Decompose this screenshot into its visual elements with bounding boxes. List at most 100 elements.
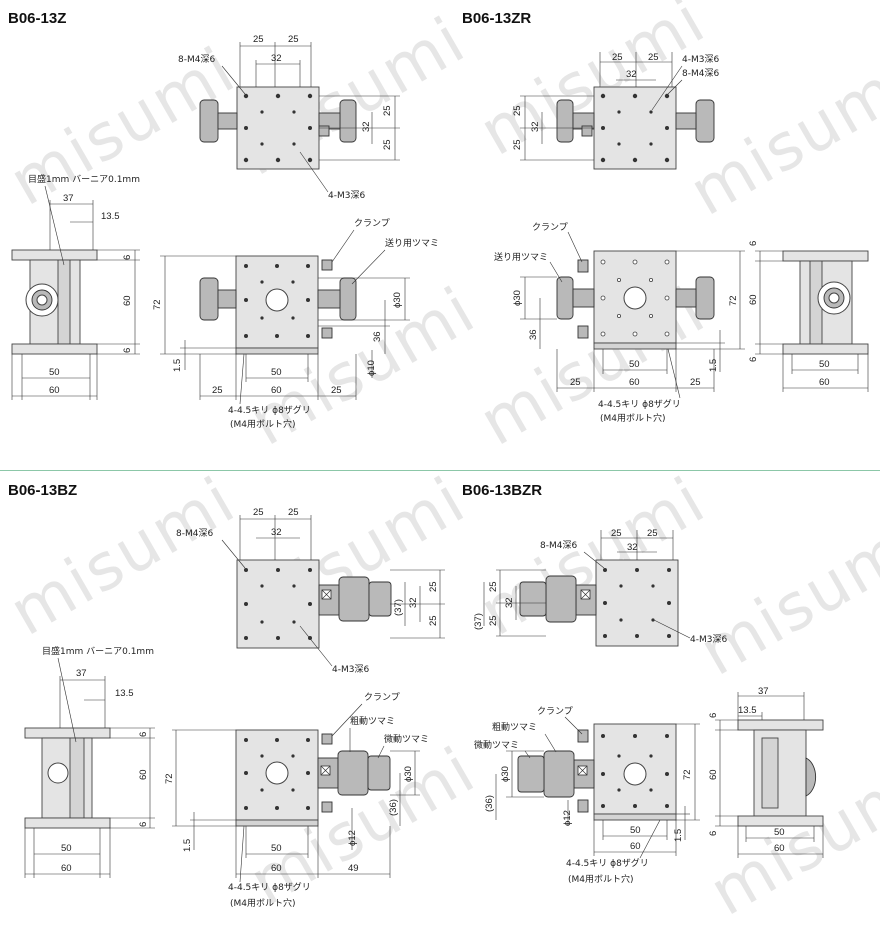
label-4-m3: 4-M3深6: [328, 190, 365, 201]
dim: 60: [138, 769, 149, 780]
section-divider: [0, 470, 880, 471]
label-8-m4: 8-M4深6: [178, 54, 215, 65]
dim: 25: [648, 52, 659, 63]
dim: 32: [408, 597, 419, 608]
zr-side-view: 6 60 6 50 60: [748, 241, 869, 392]
label-bolt-hole: 4-4.5キリ ϕ8ザグリ: [228, 404, 311, 416]
dim: 25: [253, 507, 264, 518]
dim: 37: [76, 668, 87, 679]
dim: 60: [271, 385, 282, 396]
dim: 13.5: [738, 705, 757, 716]
dim: 60: [819, 377, 830, 388]
dim: 13.5: [101, 211, 120, 222]
label-coarse: 粗動ツマミ: [492, 721, 537, 733]
dim: 50: [49, 367, 60, 378]
dim: 72: [152, 299, 163, 310]
label-bolt-hole: 4-4.5キリ ϕ8ザグリ: [566, 857, 649, 869]
dim: 37: [63, 193, 74, 204]
dim: 25: [690, 377, 701, 388]
dim: 60: [708, 769, 719, 780]
label-4-m3: 4-M3深6: [682, 54, 719, 65]
dim: 60: [774, 843, 785, 854]
dim: 50: [629, 359, 640, 370]
dim: 60: [49, 385, 60, 396]
bzr-side-view: 37 13.5 6 60 6 50 60: [708, 686, 824, 858]
dim: 25: [428, 615, 439, 626]
dim: (37): [393, 599, 404, 616]
label-fine: 微動ツマミ: [474, 739, 519, 751]
dim: ϕ30: [392, 292, 403, 308]
dim: 72: [682, 769, 693, 780]
dim: 32: [504, 597, 515, 608]
dim: 50: [819, 359, 830, 370]
z-front-view: クランプ 送り用ツマミ 72 1.5 ϕ30 36 ϕ10 50 25 60 2…: [152, 218, 439, 430]
dim: 25: [331, 385, 342, 396]
dim: 6: [122, 255, 133, 260]
dim: 25: [212, 385, 223, 396]
dim: 13.5: [115, 688, 134, 699]
dim: 50: [61, 843, 72, 854]
dim: 1.5: [673, 829, 684, 842]
label-feed-knob: 送り用ツマミ: [494, 251, 548, 263]
dim: 6: [708, 831, 719, 836]
dim: 6: [138, 822, 149, 827]
dim: 25: [288, 507, 299, 518]
label-bolt-note: (M4用ボルト穴): [230, 897, 296, 909]
label-scale: 目盛1mm バーニア0.1mm: [42, 645, 154, 657]
dim: (36): [388, 799, 399, 816]
label-scale: 目盛1mm バーニア0.1mm: [28, 173, 140, 185]
label-bolt-note: (M4用ボルト穴): [230, 418, 296, 430]
dim: 32: [361, 121, 372, 132]
label-bolt-hole: 4-4.5キリ ϕ8ザグリ: [228, 881, 311, 893]
label-bolt-note: (M4用ボルト穴): [568, 873, 634, 885]
dim: 60: [122, 295, 133, 306]
dim: 25: [512, 105, 523, 116]
dim: 60: [61, 863, 72, 874]
dim: ϕ30: [500, 766, 511, 782]
label-8-m4: 8-M4深6: [176, 528, 213, 539]
dim: 25: [512, 139, 523, 150]
dim: 60: [630, 841, 641, 852]
label-8-m4: 8-M4深6: [540, 540, 577, 551]
dim: 25: [382, 105, 393, 116]
label-clamp: クランプ: [354, 218, 390, 229]
dim: 25: [611, 528, 622, 539]
title-b06-13bzr: B06-13BZR: [462, 482, 543, 499]
dim: 32: [626, 69, 637, 80]
z-top-view: 25 25 32 8-M4深6 25 25 32 4-M3深6: [178, 34, 400, 201]
dim: 32: [271, 527, 282, 538]
label-bolt-note: (M4用ボルト穴): [600, 412, 666, 424]
bz-top-view: 25 25 32 8-M4深6 25 25 32 (37) 4-M3深6: [176, 507, 445, 675]
dim: ϕ12: [562, 810, 573, 826]
dim: 25: [488, 581, 499, 592]
dim: 25: [570, 377, 581, 388]
dim: 50: [630, 825, 641, 836]
dim: (37): [473, 613, 484, 630]
dim: 49: [348, 863, 359, 874]
z-side-view: 目盛1mm バーニア0.1mm 37 13.5 6 60 6 50 60: [11, 173, 140, 400]
dim: 1.5: [172, 359, 183, 372]
dim: 6: [748, 241, 759, 246]
dim: 60: [271, 863, 282, 874]
title-b06-13bz: B06-13BZ: [8, 482, 78, 499]
label-feed-knob: 送り用ツマミ: [385, 237, 439, 249]
dim: 50: [774, 827, 785, 838]
dim: 50: [271, 843, 282, 854]
label-4-m3: 4-M3深6: [332, 664, 369, 675]
label-8-m4: 8-M4深6: [682, 68, 719, 79]
title-b06-13zr: B06-13ZR: [462, 10, 532, 27]
dim: 1.5: [708, 359, 719, 372]
label-clamp: クランプ: [532, 222, 568, 233]
dim: 6: [138, 732, 149, 737]
dim: 72: [164, 773, 175, 784]
dim: 50: [271, 367, 282, 378]
label-fine: 微動ツマミ: [384, 733, 429, 745]
label-bolt-hole: 4-4.5キリ ϕ8ザグリ: [598, 398, 681, 410]
dim: 25: [382, 139, 393, 150]
dim: 32: [530, 121, 541, 132]
bzr-top-view: 25 25 32 8-M4深6 4-M3深6 25 25 32 (37): [473, 528, 727, 647]
dim: ϕ10: [366, 360, 377, 376]
dim: 60: [629, 377, 640, 388]
dim: 25: [428, 581, 439, 592]
